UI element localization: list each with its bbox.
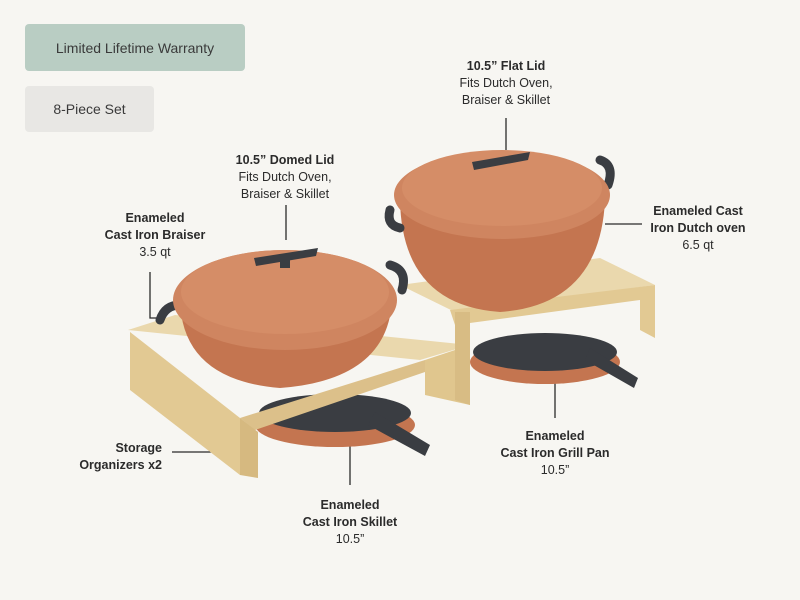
flat-lid-label: 10.5” Flat Lid Fits Dutch Oven, Braiser … (459, 59, 553, 107)
domed-lid-label: 10.5” Domed Lid Fits Dutch Oven, Braiser… (235, 153, 335, 201)
dutch-oven-label: Enameled Cast Iron Dutch oven 6.5 qt (650, 204, 746, 252)
organizers-label: Storage Organizers x2 (79, 441, 162, 472)
warranty-badge: Limited Lifetime Warranty (25, 24, 245, 71)
skillet-label: Enameled Cast Iron Skillet 10.5” (302, 498, 398, 546)
piece-count-badge: 8-Piece Set (25, 86, 154, 132)
leader-lines (149, 118, 642, 485)
skillet (255, 394, 430, 456)
dutch-oven (384, 150, 615, 312)
braiser (155, 248, 408, 388)
braiser-label: Enameled Cast Iron Braiser 3.5 qt (104, 211, 206, 259)
grill-pan-label: Enameled Cast Iron Grill Pan 10.5” (500, 429, 610, 477)
grill-pan (470, 333, 638, 388)
